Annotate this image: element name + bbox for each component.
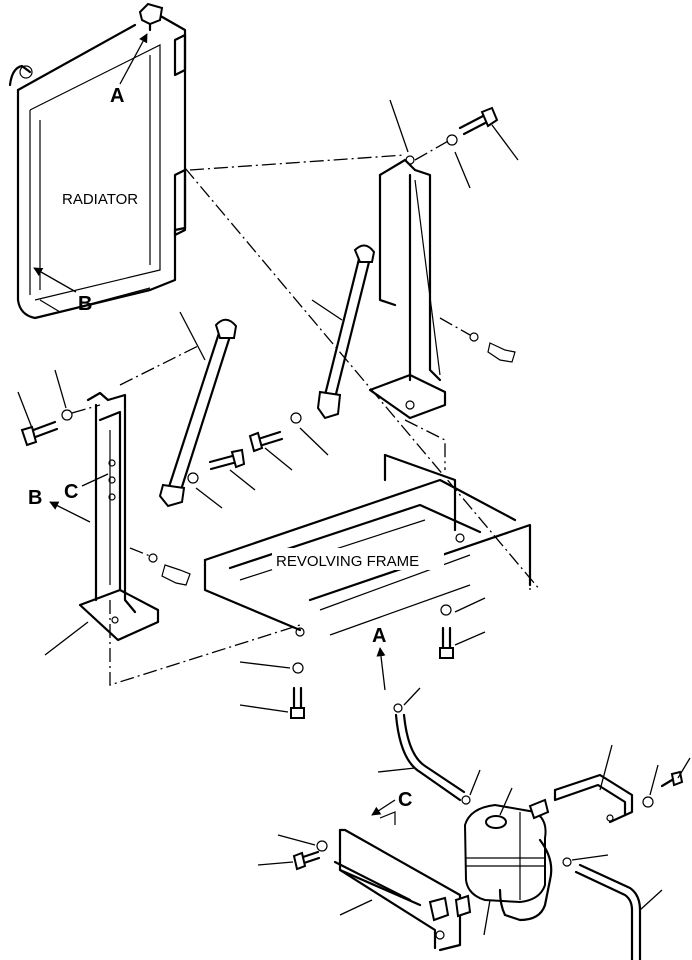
guide-line xyxy=(109,600,301,686)
callout-c-bracket: C xyxy=(398,789,412,811)
tank-mounting-bracket xyxy=(333,811,472,952)
leader xyxy=(377,767,416,773)
leader xyxy=(499,787,513,816)
reserve-tank xyxy=(463,803,553,922)
leader xyxy=(389,99,409,153)
frame-label-bg xyxy=(272,548,444,570)
callout-a-bottom-arrow xyxy=(376,647,386,691)
washer xyxy=(290,412,302,424)
guide-line xyxy=(184,167,541,591)
leader xyxy=(239,661,291,669)
leader xyxy=(264,447,293,471)
guide-line xyxy=(189,154,406,171)
callout-c-left: C xyxy=(64,481,78,503)
leader xyxy=(649,764,659,796)
revolving-frame-label: REVOLVING FRAME xyxy=(276,553,419,570)
leader xyxy=(677,757,691,779)
callout-a-top-arrow xyxy=(119,33,148,85)
overflow-hose xyxy=(394,713,466,802)
callout-a-top: A xyxy=(110,85,124,107)
leader xyxy=(277,834,316,846)
bolt xyxy=(292,850,321,871)
tank-cap xyxy=(485,815,507,829)
upper-stay-rod xyxy=(316,244,376,420)
callout-b-left: B xyxy=(28,487,42,509)
washer xyxy=(148,553,158,563)
guide-line xyxy=(404,419,446,470)
bolt xyxy=(458,106,499,136)
bolt xyxy=(290,686,305,719)
washer xyxy=(61,409,73,421)
callout-b-radiator: B xyxy=(78,293,92,315)
guide-line xyxy=(439,317,471,336)
guide-line xyxy=(129,547,151,557)
callout-c-bracket-arrow xyxy=(371,799,396,816)
leader xyxy=(44,621,89,656)
leader xyxy=(483,899,491,936)
bolt xyxy=(439,626,454,659)
washer xyxy=(440,604,452,616)
leader xyxy=(571,854,609,861)
leader xyxy=(299,427,329,456)
radiator-core xyxy=(8,8,187,320)
nut xyxy=(161,564,191,586)
right-upright-bracket xyxy=(368,155,447,420)
washer xyxy=(446,134,458,146)
callout-b-radiator-arrow xyxy=(33,267,77,293)
leader xyxy=(54,369,67,409)
leader xyxy=(454,151,471,189)
callout-c-left-leader xyxy=(81,473,109,487)
hose-clamp-bracket xyxy=(553,773,634,824)
leader xyxy=(239,704,289,713)
leader xyxy=(257,861,294,866)
leader xyxy=(403,687,421,706)
leader xyxy=(229,469,256,491)
hose-clamp xyxy=(393,703,403,713)
left-upright-bracket xyxy=(78,391,160,642)
washer xyxy=(187,472,199,484)
leader xyxy=(179,311,206,361)
callout-a-bottom: A xyxy=(372,625,386,647)
guide-line xyxy=(414,139,451,161)
nut xyxy=(487,342,516,363)
leader xyxy=(311,299,343,321)
radiator-cap xyxy=(138,2,164,32)
leader xyxy=(339,899,373,916)
hose-clamp xyxy=(562,857,572,867)
tank-hose-connector xyxy=(528,798,550,820)
leader xyxy=(469,769,481,796)
callout-b-left-arrow xyxy=(49,501,91,523)
leader xyxy=(639,889,663,911)
washer xyxy=(292,662,304,674)
washer xyxy=(469,332,479,342)
bolt xyxy=(208,448,246,471)
leader xyxy=(454,631,486,646)
revolving-frame xyxy=(203,453,532,637)
bolt xyxy=(660,770,684,788)
washer xyxy=(316,840,328,852)
lower-stay-rod xyxy=(158,318,238,508)
leader xyxy=(454,597,486,613)
leader xyxy=(17,391,33,429)
hose-clamp xyxy=(461,795,471,805)
leader xyxy=(491,124,519,161)
drain-hose xyxy=(574,863,642,960)
bolt xyxy=(248,430,284,453)
bolt xyxy=(20,420,59,447)
guide-line xyxy=(119,344,201,386)
leader xyxy=(195,487,223,509)
guide-line xyxy=(71,404,101,414)
radiator-label: RADIATOR xyxy=(62,191,138,208)
washer xyxy=(642,796,654,808)
leader xyxy=(599,744,613,791)
